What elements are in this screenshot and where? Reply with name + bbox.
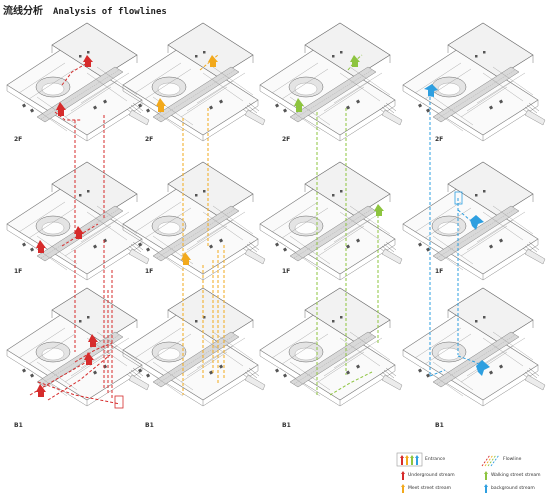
- background-legend-arrow: [484, 484, 488, 493]
- floor-label-b1: B1: [282, 422, 291, 429]
- floor-label-2f: 2F: [14, 136, 23, 143]
- legend-walking-label: Walking street stream: [491, 473, 541, 478]
- floor-label-b1: B1: [145, 422, 154, 429]
- floor-label-b1: B1: [435, 422, 444, 429]
- meet-legend-arrow: [401, 484, 405, 493]
- underground-flowlines: [29, 59, 121, 405]
- building-col4-2f: [402, 22, 546, 142]
- walking-legend-arrow: [484, 471, 488, 480]
- floor-label-b1: B1: [14, 422, 23, 429]
- building-blocks: [6, 22, 546, 407]
- legend-meet-label: Meet street stream: [408, 486, 451, 491]
- entrance-arrow-blue: [415, 455, 419, 465]
- floor-label-1f: 1F: [282, 268, 291, 275]
- underground-legend-arrow: [401, 471, 405, 480]
- legend-entrance-label: Entrance: [425, 457, 446, 462]
- entrance-arrow-green: [410, 455, 414, 465]
- legend-underground-label: Underground stream: [408, 473, 455, 478]
- legend-icons: [396, 452, 500, 493]
- building-col4-b1: [402, 287, 546, 407]
- building-col3-1f: [259, 161, 403, 281]
- walking-street-arrows: [294, 55, 384, 216]
- legend-flowline-label: Flowline: [503, 457, 522, 462]
- building-col3-b1: [259, 287, 403, 407]
- building-col3-2f: [259, 22, 403, 142]
- entrance-legend-box: [396, 452, 423, 467]
- floor-label-2f: 2F: [435, 136, 444, 143]
- diagram-title: 流线分析 Analysis of flowlines: [3, 2, 167, 17]
- legend-background-label: background stream: [491, 486, 535, 491]
- underground-entrance-box: [114, 395, 124, 409]
- entrance-arrow-yellow: [405, 455, 409, 465]
- floor-label-2f: 2F: [282, 136, 291, 143]
- floor-label-1f: 1F: [435, 268, 444, 275]
- meet-street-arrows: [156, 55, 218, 265]
- floor-label-1f: 1F: [14, 268, 23, 275]
- floor-label-1f: 1F: [145, 268, 154, 275]
- background-arrows: [424, 84, 490, 376]
- underground-arrows: [36, 55, 98, 397]
- floor-label-2f: 2F: [145, 136, 154, 143]
- background-entrance-box: [454, 191, 463, 205]
- title-chinese: 流线分析: [3, 6, 43, 17]
- title-english: Analysis of flowlines: [53, 7, 167, 17]
- entrance-arrow-red: [400, 455, 404, 465]
- flowline-legend-lines: [481, 454, 500, 467]
